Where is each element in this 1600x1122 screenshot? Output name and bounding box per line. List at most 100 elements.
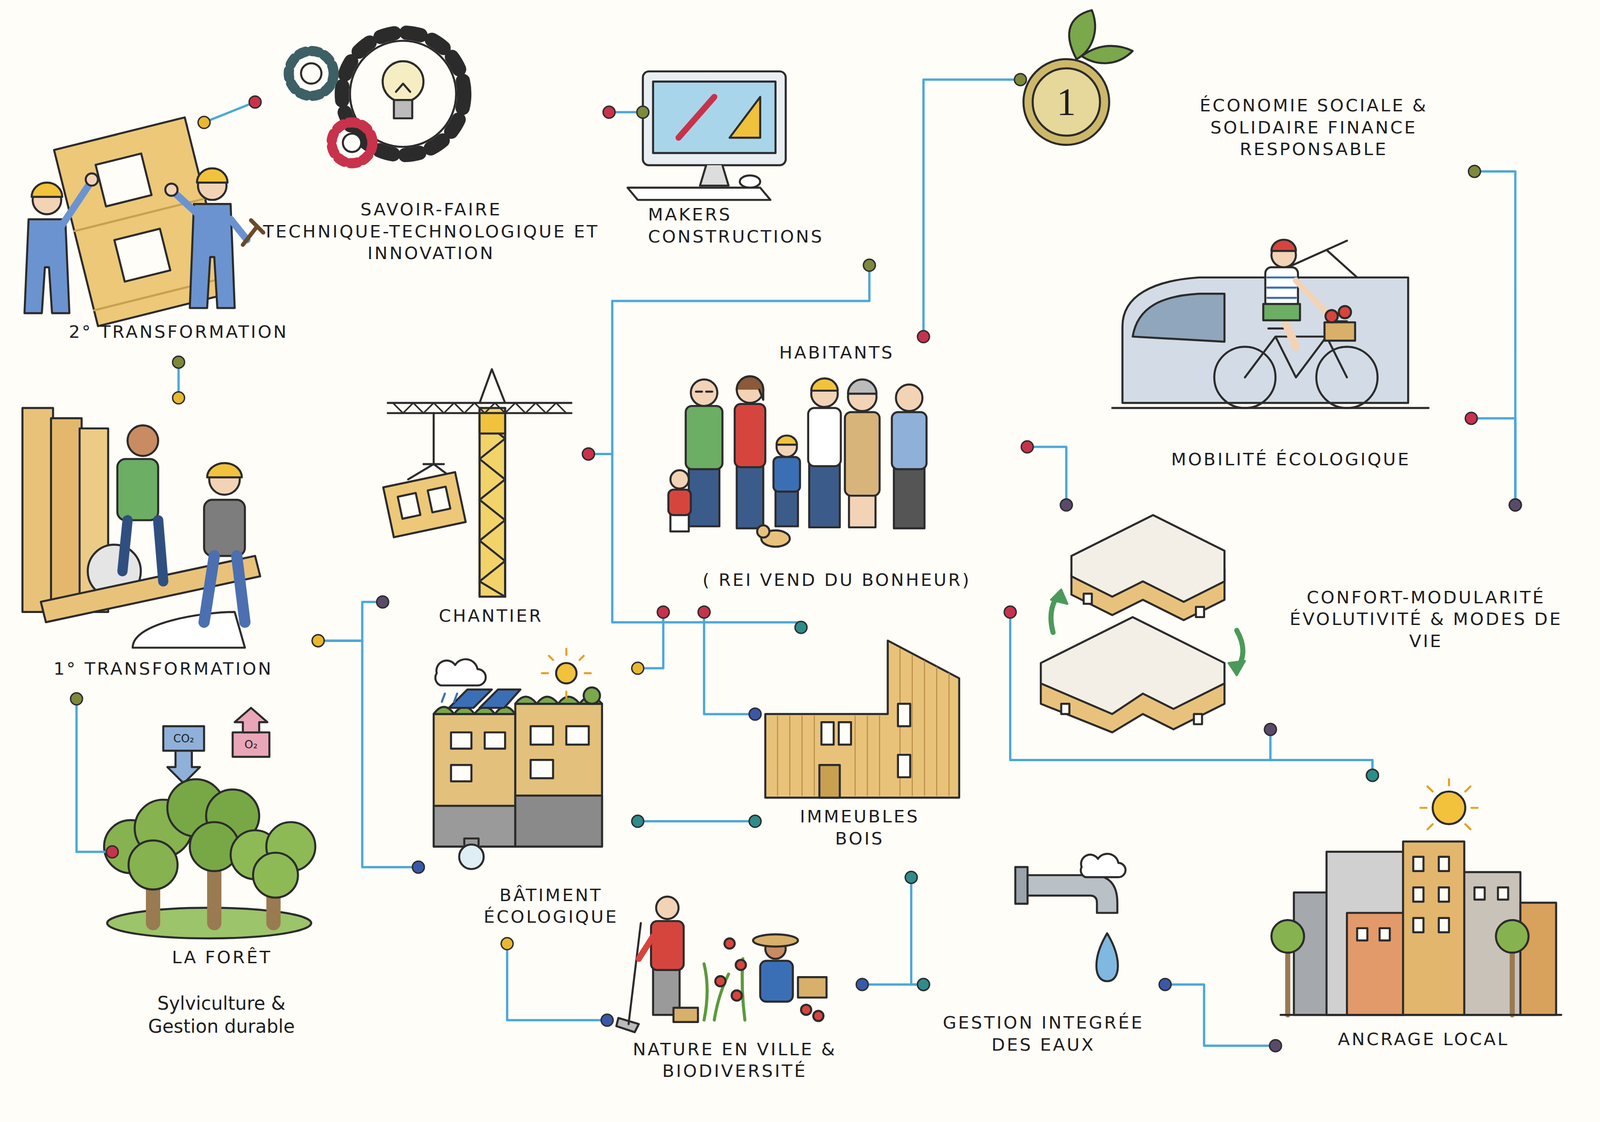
crane [479,413,505,434]
forest [234,707,268,733]
water-tap [1096,933,1119,982]
illustration-text: CO₂ [163,733,205,745]
connector [318,640,419,868]
label-word: BIODIVERSITÉ [662,1060,808,1082]
connector-dot [312,634,325,647]
connector-dot [1366,769,1379,782]
ecological-building [515,795,603,847]
wood-building [765,640,960,798]
inhabitants [773,457,800,492]
modules [1195,607,1205,618]
label-word: LOCAL [1443,1029,1509,1050]
connector-dot [197,116,210,129]
gardeners [798,977,827,998]
label-word: BÂTIMENT [499,885,603,906]
label-word: ( [702,569,712,591]
concept-label: BÂTIMENT ÉCOLOGIQUE [469,884,633,929]
inhabitants [736,376,764,400]
inhabitants [776,435,797,445]
connector-dot [1468,165,1481,178]
inhabitants [695,390,713,393]
inhabitants [670,470,689,489]
forest [253,852,299,899]
label-word: GESTION [942,1012,1034,1033]
connector-dot [917,978,930,991]
connector [203,102,256,123]
ecological-building [433,649,603,870]
connector-dot [637,106,650,119]
connector-dot [582,447,595,460]
concept-node: IMMEUBLES BOIS [754,627,964,878]
label-word: DE [1534,608,1563,630]
label-word: ÉCOLOGIQUE [483,906,619,928]
inhabitants [668,489,691,516]
connector [1270,729,1373,776]
label-word: TRANSFORMATION [99,321,289,343]
connector-dot [657,606,670,619]
concept-label: ANCRAGE LOCAL [1275,1028,1572,1051]
label-word: & [1430,608,1446,630]
sawmill [117,458,159,521]
gardeners [655,896,679,920]
connector [1027,446,1067,505]
label-word: VIE [1408,631,1443,652]
concept-subtitle: Sylviculture & Gestion durable [129,991,314,1038]
gardeners [650,921,684,970]
connector-dot [172,392,185,405]
connector-dot [249,96,261,109]
connector-dot [631,815,644,828]
water-tap [1015,867,1028,905]
connector-dot [917,978,930,991]
label-word: EN [721,1039,750,1060]
connector-dot [1004,606,1017,619]
connector-dot [106,846,119,858]
city [1520,902,1557,1015]
ecological-building [479,689,521,708]
tram-cyclist [1338,306,1351,319]
city [1432,791,1466,825]
label-word: INTEGRÉE [1041,1012,1145,1033]
tram-cyclist [1112,406,1429,409]
wood-building [898,754,911,778]
gears-innovation [342,32,465,156]
connector [1165,984,1276,1046]
gears-innovation [395,83,411,93]
connector-dot [856,978,869,991]
inhabitants [893,467,925,529]
workers-panel [24,117,264,327]
label-word: SOLIDAIRE [1210,117,1321,138]
computer [729,97,761,139]
inhabitants [845,411,880,496]
workers-panel [61,183,90,227]
illustration-text: O₂ [232,739,270,751]
concept-label: IMMEUBLES BOIS [780,805,940,850]
concept-label: 1° TRANSFORMATION [10,658,317,681]
label-word: CHANTIER [438,605,543,627]
connector-dot [631,662,644,675]
tram-cyclist [1325,310,1339,323]
concept-node: BÂTIMENT ÉCOLOGIQUE [418,648,638,945]
concept-label: LA FORÊT [112,946,332,969]
modules [1194,713,1203,725]
water-tap [1080,853,1126,878]
label-word: SAVOIR-FAIRE [360,199,502,220]
connector-dot [376,596,389,609]
connector-dot [748,708,761,721]
workers-panel [24,219,70,314]
connector-dot [905,871,918,884]
crane [479,408,505,598]
ecological-building [459,844,484,870]
connector-dot [698,606,711,619]
gardeners [724,938,735,949]
wood-building [838,722,852,745]
sawmill [132,612,245,649]
label-word: LA [171,947,198,968]
inhabitants [847,379,877,394]
label-word: DES [991,1034,1033,1056]
computer [700,165,729,186]
gears-innovation [301,63,322,84]
illustration-text: 1 [1035,82,1097,122]
concept-label: GESTION INTEGRÉE DES EAUX [923,1012,1164,1056]
connector [76,699,113,853]
workers-panel [85,173,99,186]
